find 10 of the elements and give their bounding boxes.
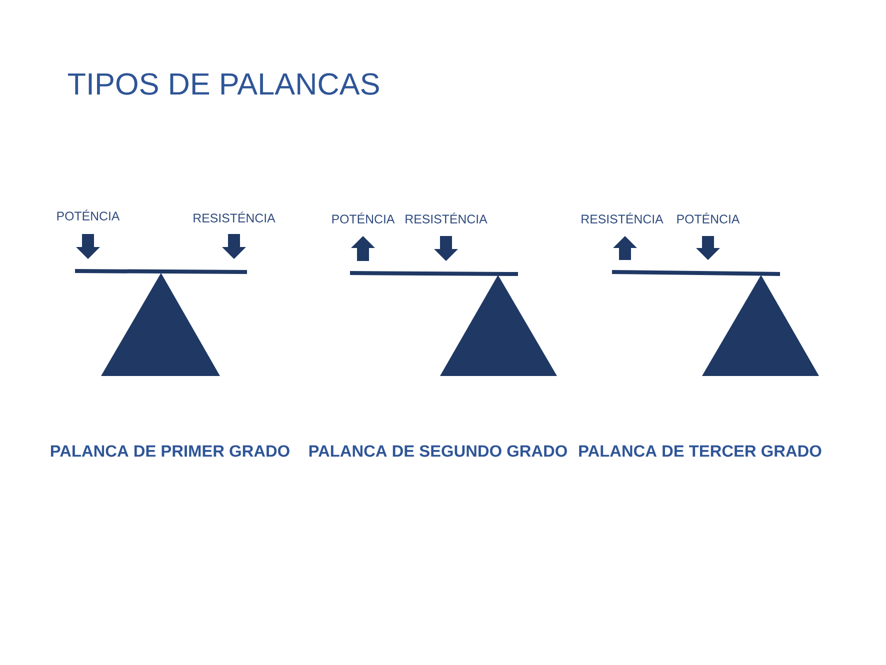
force-label: RESISTÉNCIA bbox=[582, 212, 664, 224]
title: TIPOS DE PALANCAS bbox=[68, 73, 379, 95]
force-label: POTÉNCIA bbox=[57, 210, 120, 220]
force-label: RESISTÉNCIA bbox=[406, 212, 488, 224]
force-label: POTÉNCIA bbox=[332, 212, 395, 224]
lever-caption: PALANCA DE PRIMER GRADO bbox=[50, 445, 290, 457]
force-label: POTÉNCIA bbox=[677, 212, 740, 224]
lever-caption: PALANCA DE TERCER GRADO bbox=[579, 445, 822, 457]
lever-caption: PALANCA DE SEGUNDO GRADO bbox=[309, 445, 567, 457]
force-label: RESISTÉNCIA bbox=[194, 212, 276, 222]
